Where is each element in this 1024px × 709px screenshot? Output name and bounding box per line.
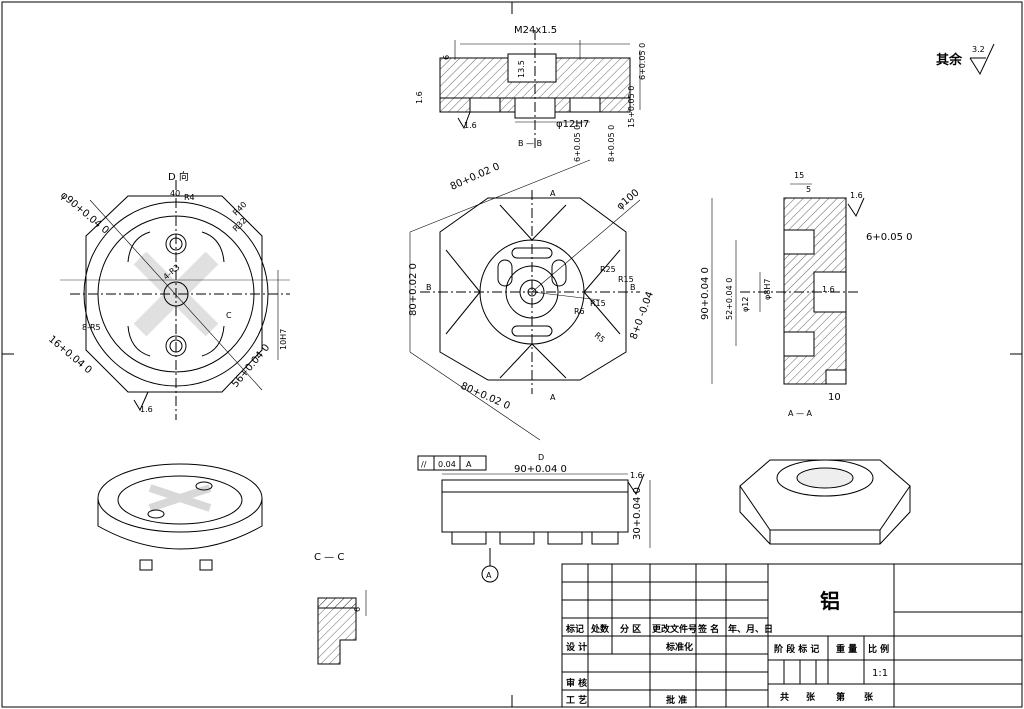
cc-view-title: C — C — [314, 552, 344, 563]
header-change-doc: 更改文件号 — [652, 623, 697, 635]
d-direction-mark: D — [538, 453, 544, 462]
material-label: 铝 — [820, 589, 840, 613]
main-dim-9: R5 — [593, 331, 607, 345]
d-direction-view: D 向 φ90+0.04 0 40 R4 R40 R32 4-R3 8-R5 1… — [46, 170, 290, 420]
d-dim-2: R4 — [184, 193, 195, 202]
scale-value: 1:1 — [872, 668, 888, 679]
sheets-current-prefix: 第 — [836, 691, 845, 703]
surface-note-label: 其余 — [936, 52, 963, 68]
main-mark-1: A — [550, 393, 556, 402]
main-dim-8: 8+0 -0.04 — [628, 290, 655, 341]
main-dim-5: R25 — [600, 265, 616, 274]
top-dim-2: 1.6 — [415, 91, 424, 104]
aa-dim-5: 52+0.04 0 — [725, 278, 734, 320]
tolerance-symbol: // — [421, 460, 427, 469]
surface-roughness-note: 其余 3.2 — [936, 43, 995, 76]
title-block — [561, 563, 1023, 708]
d-dim-0: φ90+0.04 0 — [58, 190, 111, 237]
front-dim-2: 30+0.04 0 — [632, 487, 643, 540]
top-dim-8: 6+0.05 0 — [638, 43, 647, 80]
tolerance-datum: A — [466, 460, 472, 469]
section-aa-label: A — A — [788, 409, 813, 418]
weight-label: 重 量 — [836, 643, 857, 655]
sheets-current-suffix: 张 — [864, 691, 874, 703]
main-mark-3: B — [630, 283, 636, 292]
d-dim-7: 16+0.04 0 — [46, 334, 94, 376]
main-top-view: 80+0.02 0 80+0.02 0 80+0.02 0 φ100 R15 R… — [408, 159, 656, 441]
main-dim-3: φ100 — [615, 187, 642, 212]
main-dim-0: 80+0.02 0 — [449, 161, 502, 193]
header-date: 年、月、日 — [728, 623, 773, 635]
d-dim-10: 1.6 — [140, 405, 153, 414]
top-dim-3: 1.6 — [464, 121, 477, 130]
main-mark-0: A — [550, 189, 556, 198]
aa-dim-1: 5 — [806, 185, 811, 194]
main-dim-4: R15 — [590, 299, 606, 308]
thread-dim: M24x1.5 — [514, 25, 557, 36]
top-dim-0: 6 — [442, 55, 451, 60]
front-view: // 0.04 A 90+0.04 0 1.6 30+0.04 0 A D — [417, 453, 651, 583]
d-view-title: D 向 — [168, 170, 189, 183]
d-dim-11: C — [226, 311, 232, 320]
front-dim-1: 1.6 — [630, 471, 643, 480]
main-dim-6: R15 — [618, 275, 634, 284]
d-dim-1: 40 — [170, 189, 180, 198]
tolerance-value: 0.04 — [438, 460, 456, 469]
title-block-text: 铝 标记 处数 分 区 更改文件号 签 名 年、月、日 设 计 标准化 阶 段 … — [565, 589, 889, 706]
main-dim-1: 80+0.02 0 — [408, 263, 419, 316]
sheets-total-prefix: 共 — [780, 691, 789, 703]
approve-label: 批 准 — [666, 694, 687, 706]
header-count: 处数 — [590, 623, 610, 635]
top-dim-7: 15+0.05 0 — [627, 86, 636, 128]
aa-dim-3: 6+0.05 0 — [866, 232, 913, 243]
geometric-tolerance-frame — [417, 455, 487, 471]
aa-dim-2: 1.6 — [850, 191, 863, 200]
d-dim-3: R40 — [231, 200, 249, 218]
section-aa-view: 15 5 1.6 6+0.05 0 90+0.04 0 52+0.04 0 φ1… — [700, 171, 913, 418]
d-dim-6: 8-R5 — [82, 323, 101, 332]
cc-dim-0: 6 — [353, 607, 362, 612]
sheets-total-suffix: 张 — [806, 691, 816, 703]
section-cc-view: C — C 6 — [314, 552, 367, 665]
aa-dim-4: 90+0.04 0 — [700, 267, 711, 320]
process-label: 工 艺 — [566, 694, 587, 706]
main-dim-2: 80+0.02 0 — [459, 381, 512, 413]
section-bb-label: B — B — [518, 139, 542, 148]
top-dim-1: 13.5 — [517, 60, 526, 78]
datum-a-label: A — [486, 571, 492, 580]
top-dim-6: 8+0.05 0 — [607, 125, 616, 162]
isometric-view-right — [739, 459, 911, 545]
header-sign: 签 名 — [697, 623, 719, 635]
d-dim-9: 10H7 — [279, 329, 288, 350]
front-dim-0: 90+0.04 0 — [514, 464, 567, 475]
top-dim-5: 6+0.05 0 — [573, 125, 582, 162]
design-label: 设 计 — [566, 641, 587, 653]
header-zone: 分 区 — [620, 623, 641, 635]
review-label: 审 核 — [566, 677, 587, 689]
main-dim-7: R6 — [574, 307, 585, 316]
standardization-label: 标准化 — [665, 641, 693, 653]
surface-note-value: 3.2 — [972, 45, 985, 54]
header-mark: 标记 — [565, 623, 584, 635]
isometric-view-left — [97, 463, 263, 571]
ratio-label: 比 例 — [868, 643, 889, 655]
d-dim-4: R32 — [231, 216, 249, 234]
main-mark-2: B — [426, 283, 432, 292]
aa-dim-8: 1.6 — [822, 285, 835, 294]
aa-dim-9: 10 — [828, 392, 841, 403]
d-dim-8: 56+0.04 0 — [230, 342, 272, 390]
stage-mark-label: 阶 段 标 记 — [774, 643, 819, 655]
aa-dim-7: φ8H7 — [763, 279, 772, 300]
aa-dim-0: 15 — [794, 171, 804, 180]
top-dim-4: φ12H7 — [556, 119, 589, 130]
aa-dim-6: φ12 — [741, 297, 750, 312]
top-section-view: M24x1.5 6 13.5 1.6 1.6 φ12H7 6+0.05 0 8+… — [415, 25, 647, 162]
